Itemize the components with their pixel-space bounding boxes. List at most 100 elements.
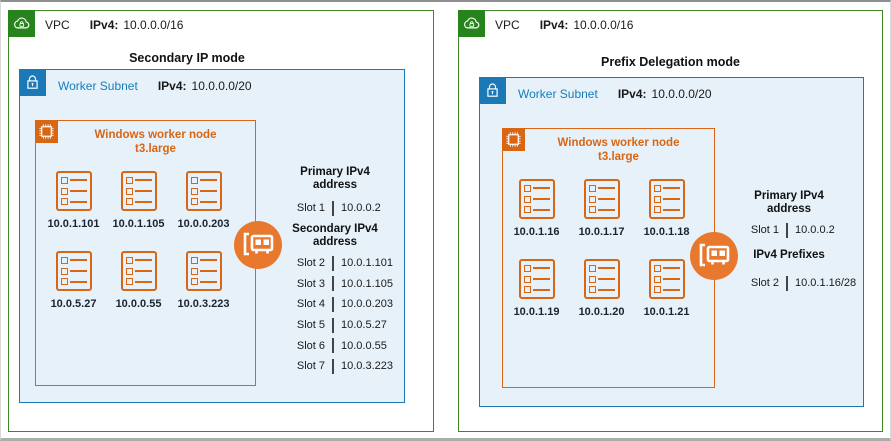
vpc-panel-secondary-ip-mode: VPC IPv4: 10.0.0.0/16 Secondary IP mode …	[8, 10, 434, 432]
heading-line: Primary IPv4	[754, 190, 824, 202]
slot-value: 10.0.0.2	[795, 224, 835, 237]
slot-row: Slot 7 10.0.3.223	[275, 356, 395, 377]
ip-row-1: 10.0.1.101 10.0.1.105 10.0.0.203	[41, 171, 236, 230]
slot-row: Slot 2 10.0.1.16/28	[729, 273, 856, 294]
ip-list-icon	[518, 179, 555, 219]
worker-subnet: Worker Subnet IPv4: 10.0.0.0/20 Windows …	[19, 69, 405, 403]
cloud-icon	[464, 17, 480, 29]
ip-list-icon	[518, 259, 555, 299]
slot-value: 10.0.0.55	[341, 339, 387, 352]
ec2-instance-chip-icon	[35, 120, 58, 143]
slot-label: Slot 1	[296, 202, 325, 215]
network-interface-circle	[234, 221, 282, 269]
ip-address-label: 10.0.1.101	[47, 218, 100, 230]
heading-line: address	[312, 235, 358, 248]
slot-row: Slot 2 10.0.1.101	[275, 253, 395, 274]
slot-value: 10.0.0.2	[341, 202, 381, 215]
ip-list-icon	[185, 251, 222, 291]
ip-list-icon	[583, 179, 620, 219]
ip-cell: 10.0.1.21	[634, 259, 699, 318]
slot-row: Slot 3 10.0.1.105	[275, 273, 395, 294]
slot-value: 10.0.1.101	[341, 257, 393, 270]
private-subnet-lock-icon	[19, 69, 46, 96]
ip-list-icon	[55, 251, 92, 291]
ec2-instance-chip-icon	[502, 128, 525, 151]
subnet-header: Worker Subnet IPv4: 10.0.0.0/20	[518, 86, 712, 102]
slot-label: Slot 3	[296, 277, 325, 290]
subnet-label: Worker Subnet	[518, 87, 598, 101]
ipv4-label: IPv4:	[617, 87, 647, 101]
slot-separator	[332, 200, 334, 216]
slot-row: Slot 4 10.0.0.203	[275, 294, 395, 315]
slot-separator	[332, 276, 334, 292]
heading-line: address	[766, 203, 812, 215]
chip-icon	[506, 132, 521, 147]
ip-cell: 10.0.1.105	[106, 171, 171, 230]
ipv4-label: IPv4:	[157, 79, 187, 93]
vpc-header: VPC IPv4: 10.0.0.0/16	[495, 17, 633, 33]
vpc-cidr: 10.0.0.0/16	[123, 18, 184, 32]
mode-title: Secondary IP mode	[129, 51, 245, 65]
slot-label: Slot 7	[296, 360, 325, 373]
vpc-cidr: 10.0.0.0/16	[573, 18, 634, 32]
ip-address-label: 10.0.1.20	[578, 306, 625, 318]
subnet-cidr: 10.0.0.0/20	[191, 79, 252, 93]
slot-separator	[332, 255, 334, 271]
subnet-header: Worker Subnet IPv4: 10.0.0.0/20	[58, 78, 252, 94]
vpc-cloud-icon	[8, 10, 35, 37]
slot-label: Slot 2	[296, 257, 325, 270]
slot-row: Slot 6 10.0.0.55	[275, 335, 395, 356]
vpc-label: VPC	[45, 18, 70, 32]
primary-ipv4-heading: Primary IPv4 address	[275, 166, 395, 192]
ip-list-icon	[648, 259, 685, 299]
node-title: Windows worker node t3.large	[58, 128, 253, 156]
ip-address-label: 10.0.1.17	[578, 226, 625, 238]
heading-line: address	[312, 179, 358, 191]
ip-address-label: 10.0.3.223	[177, 298, 230, 310]
ip-address-label: 10.0.5.27	[50, 298, 97, 310]
slots-panel: Primary IPv4 address Slot 1 10.0.0.2 Sec…	[275, 166, 395, 377]
network-card-icon	[243, 232, 274, 256]
slot-value: 10.0.0.203	[341, 298, 393, 311]
ip-address-label: 10.0.1.19	[513, 306, 560, 318]
ip-cell: 10.0.0.55	[106, 251, 171, 310]
windows-worker-node-box: Windows worker node t3.large 10.0.1.101 …	[35, 120, 256, 386]
lock-icon	[27, 75, 38, 89]
slot-value: 10.0.1.16/28	[795, 277, 857, 290]
slot-separator	[332, 358, 334, 374]
slot-value: 10.0.1.105	[341, 277, 393, 290]
slot-separator	[332, 338, 334, 354]
ipv4-label: IPv4:	[539, 18, 569, 32]
ip-cell: 10.0.0.203	[171, 171, 236, 230]
slot-label: Slot 6	[296, 339, 325, 352]
node-title-line: Windows worker node	[557, 137, 680, 149]
slot-separator	[332, 296, 334, 312]
ip-list-icon	[648, 179, 685, 219]
ip-list-icon	[120, 251, 157, 291]
ip-cell: 10.0.3.223	[171, 251, 236, 310]
ip-address-label: 10.0.1.16	[513, 226, 560, 238]
slots-panel: Primary IPv4 address Slot 1 10.0.0.2 IPv…	[729, 190, 856, 294]
lock-icon	[487, 83, 498, 97]
ip-row-2: 10.0.5.27 10.0.0.55 10.0.3.223	[41, 251, 236, 310]
network-card-icon	[699, 243, 730, 267]
instance-type: t3.large	[135, 143, 176, 155]
slot-row: Slot 1 10.0.0.2	[275, 198, 395, 219]
vpc-cloud-icon	[458, 10, 485, 37]
cloud-icon	[14, 17, 30, 29]
ip-cell: 10.0.1.19	[504, 259, 569, 318]
primary-ipv4-heading: Primary IPv4 address	[729, 190, 849, 216]
ip-cell: 10.0.1.18	[634, 179, 699, 238]
slot-value: 10.0.5.27	[341, 319, 387, 332]
slot-value: 10.0.3.223	[341, 360, 393, 373]
heading-line: Primary IPv4	[300, 166, 370, 178]
vpc-panel-prefix-delegation-mode: VPC IPv4: 10.0.0.0/16 Prefix Delegation …	[458, 10, 883, 432]
ip-address-label: 10.0.1.21	[643, 306, 690, 318]
ipv4-label: IPv4:	[89, 18, 119, 32]
ip-address-label: 10.0.1.18	[643, 226, 690, 238]
worker-subnet: Worker Subnet IPv4: 10.0.0.0/20 Windows …	[479, 77, 864, 407]
ip-address-label: 10.0.0.203	[177, 218, 230, 230]
subnet-cidr: 10.0.0.0/20	[651, 87, 712, 101]
ip-cell: 10.0.1.101	[41, 171, 106, 230]
